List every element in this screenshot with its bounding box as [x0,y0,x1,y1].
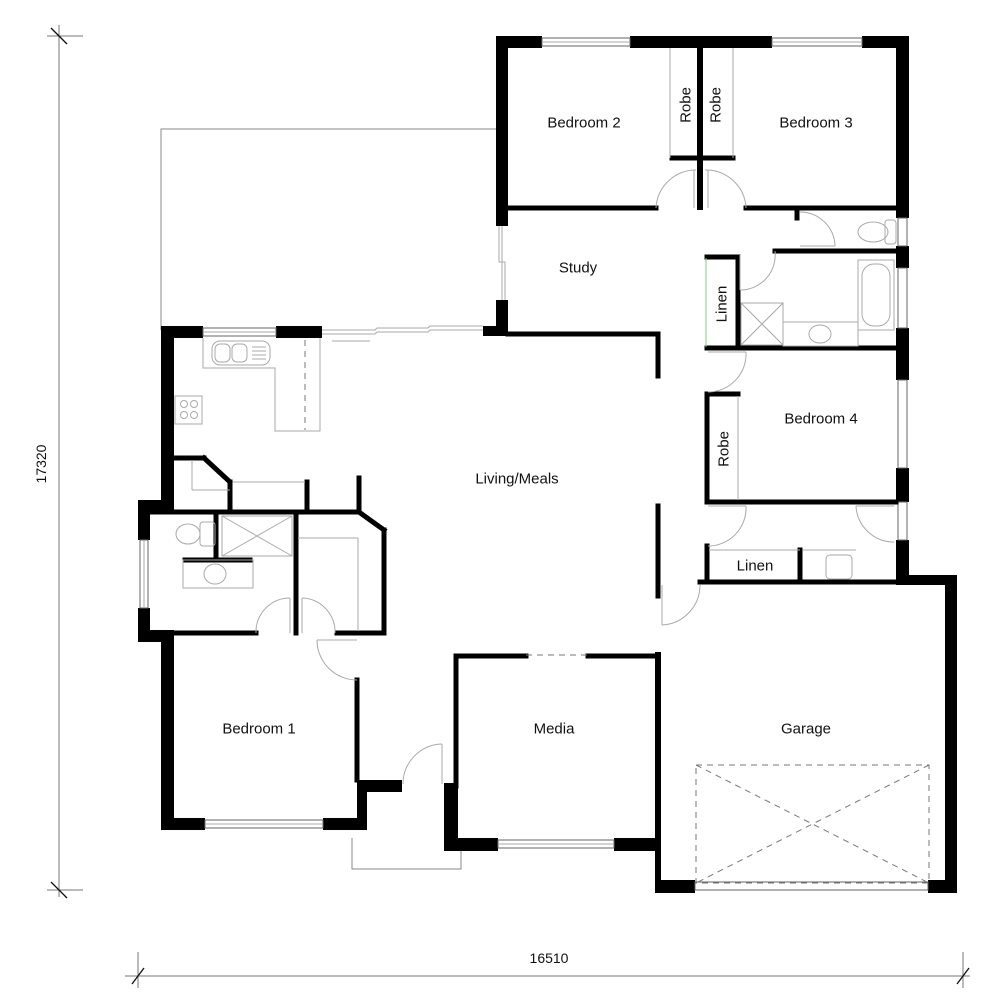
room-label-bedroom-3: Bedroom 3 [779,114,853,132]
room-label-robe-bedroom-3: Robe [707,87,725,123]
room-label-bedroom-4: Bedroom 4 [784,410,858,428]
alfresco-outline [160,128,498,330]
dimension-vertical [47,25,83,899]
room-label-linen-upper: Linen [713,285,731,323]
room-label-robe-bedroom-4: Robe [715,431,733,467]
bathroom-fixtures [175,219,897,589]
room-label-bedroom-2: Bedroom 2 [547,114,621,132]
room-label-media: Media [533,720,575,738]
kitchen-fixtures [174,338,321,432]
door-swings [255,169,895,785]
external-walls [138,36,957,893]
room-label-bedroom-1: Bedroom 1 [222,720,296,738]
room-label-linen-lower: Linen [736,557,774,575]
room-label-study: Study [558,259,598,277]
room-label-living-meals: Living/Meals [475,470,559,488]
internal-walls [147,48,899,789]
dimension-label-depth: 17320 [33,444,49,484]
porch-outline [351,838,462,870]
dimension-horizontal [125,952,970,988]
garage-door-outline [695,764,930,884]
room-label-robe-bedroom-2: Robe [677,87,695,123]
dimension-label-width: 16510 [529,950,569,966]
windows [139,37,929,891]
room-label-garage: Garage [780,720,832,738]
